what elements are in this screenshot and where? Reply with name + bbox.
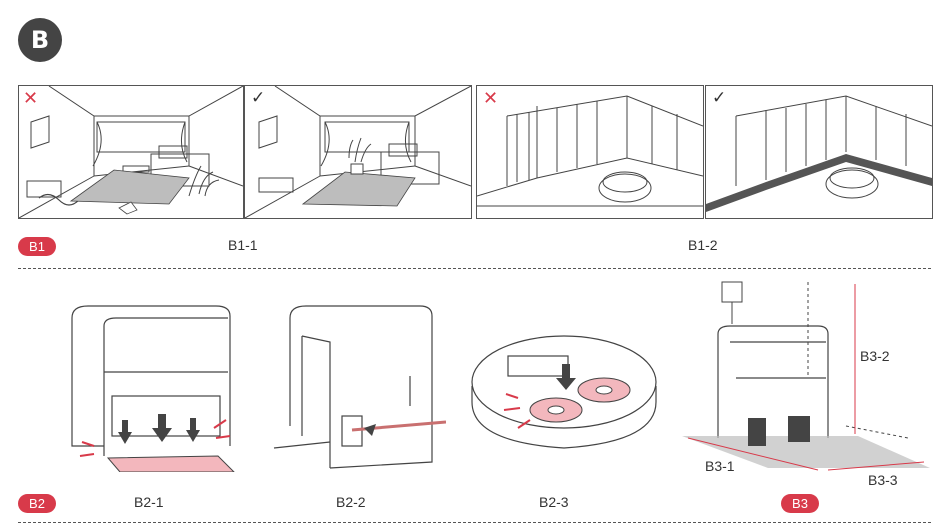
- check-mark-icon: ✓: [712, 88, 727, 107]
- dimension-b3-1: B3-1: [705, 458, 735, 474]
- mop-pad-left: [529, 397, 583, 423]
- caption-b2-2: B2-2: [336, 494, 366, 510]
- b1-1-right-panel: ✓: [244, 85, 472, 219]
- b2-tag: B2: [18, 494, 56, 513]
- cross-mark-icon: ✕: [23, 88, 39, 108]
- caption-b1-1: B1-1: [228, 237, 258, 253]
- cross-mark-icon: ✕: [483, 88, 499, 108]
- down-arrow-icon: [556, 364, 576, 390]
- b2-2-station-side-illustration: [273, 305, 446, 469]
- b3-tag: B3: [781, 494, 819, 513]
- caption-b2-3: B2-3: [539, 494, 569, 510]
- b2-1-station-front-illustration: [71, 305, 235, 472]
- b1-2-right-panel: ✓: [705, 85, 933, 219]
- caption-b1-2: B1-2: [688, 237, 718, 253]
- b1-tag: B1: [18, 237, 56, 256]
- balcony-with-barrier-illustration: [706, 95, 932, 212]
- down-arrow-icon: [118, 414, 200, 444]
- dimension-b3-2: B3-2: [860, 348, 890, 364]
- dimension-b3-3: B3-3: [868, 472, 898, 488]
- divider-top: [18, 268, 931, 269]
- room-cluttered-illustration: [19, 86, 243, 218]
- check-mark-icon: ✓: [251, 88, 266, 107]
- balcony-no-barrier-illustration: [477, 95, 703, 207]
- b1-1-wrong-panel: ✕: [18, 85, 244, 219]
- power-outlet-icon: [721, 281, 743, 324]
- section-badge: B: [18, 18, 62, 62]
- room-tidy-illustration: [245, 86, 471, 218]
- caption-b2-1: B2-1: [134, 494, 164, 510]
- b2-3-robot-bottom-illustration: [471, 335, 657, 449]
- b1-2-wrong-panel: ✕: [476, 85, 704, 219]
- mop-pad-right: [577, 377, 631, 403]
- b3-clearance-illustration: [682, 281, 930, 471]
- divider-bottom: [18, 522, 931, 523]
